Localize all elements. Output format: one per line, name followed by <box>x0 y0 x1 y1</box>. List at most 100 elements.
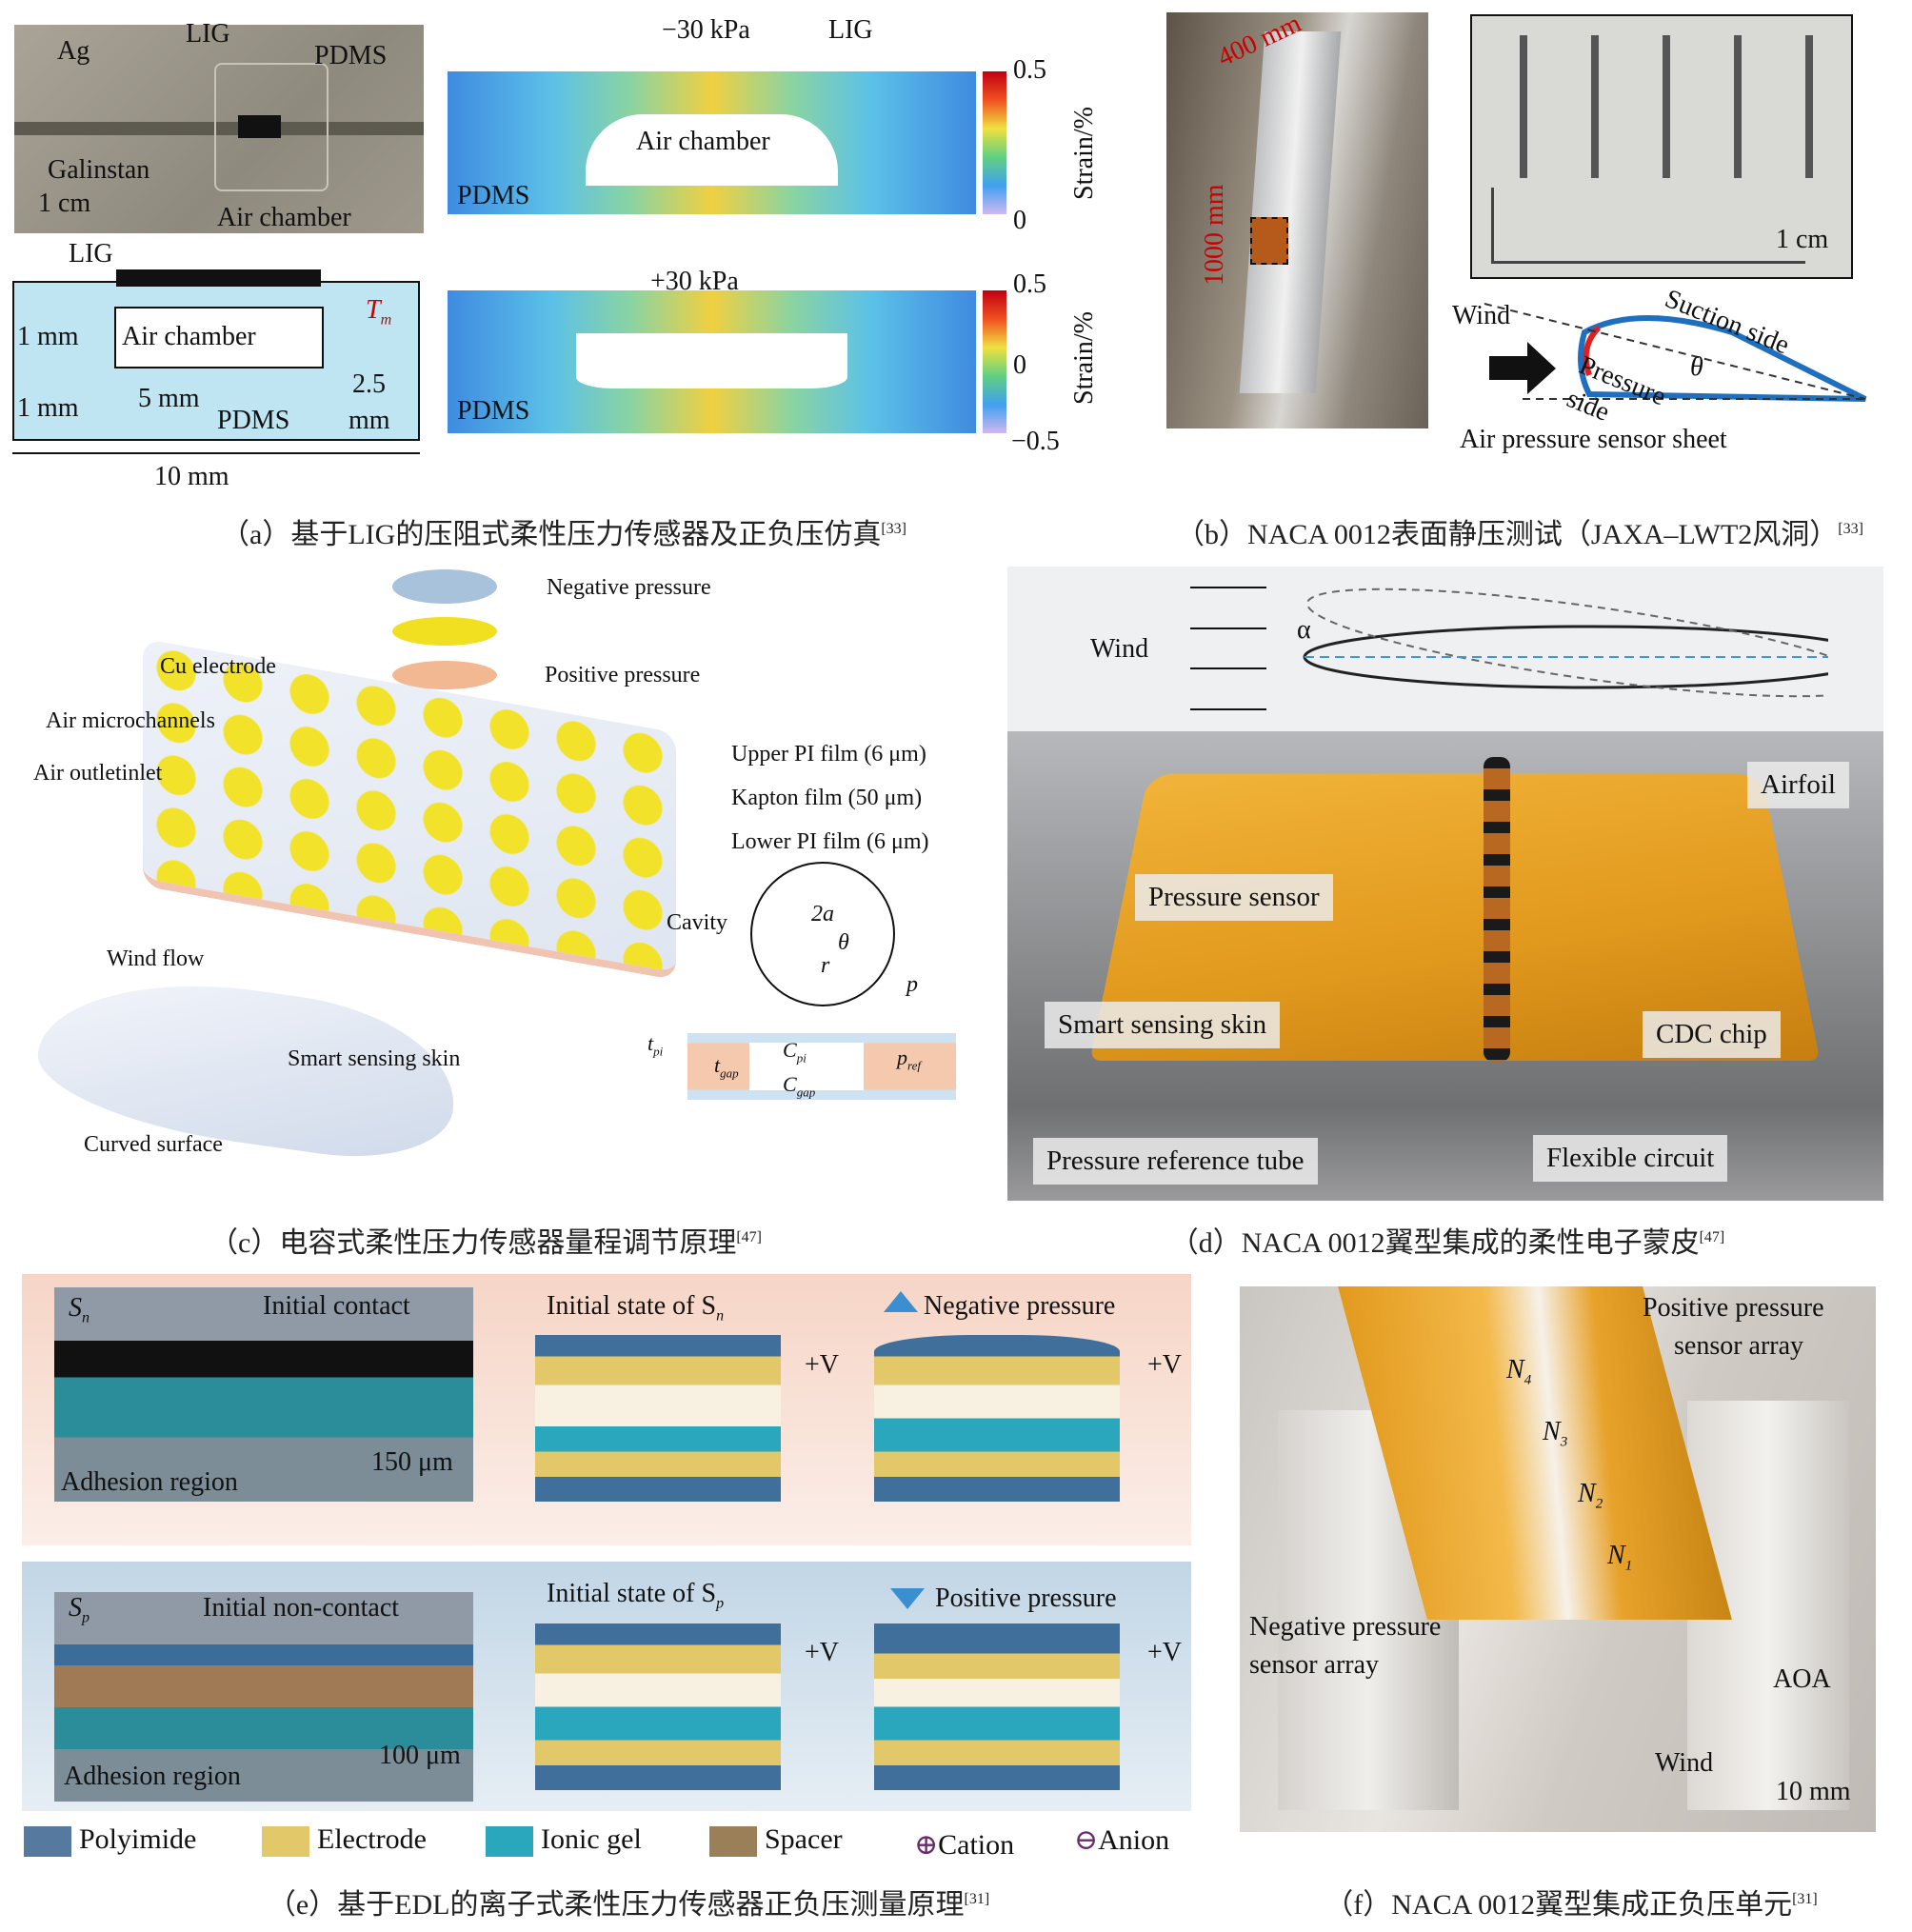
sim-bottom-pdms: PDMS <box>457 398 529 425</box>
label-initial-non-contact: Initial non-contact <box>203 1595 399 1622</box>
sim-top-lig: LIG <box>828 17 873 44</box>
label-kapton-film: Kapton film (50 μm) <box>731 787 922 809</box>
label-negative-pressure: Negative pressure <box>547 576 711 599</box>
length-1000mm: 1000 mm <box>1202 184 1228 286</box>
label-cavity: Cavity <box>667 911 727 934</box>
label-ag: Ag <box>57 38 90 65</box>
sim-bottom-title: +30 kPa <box>650 269 739 295</box>
label-wind: Wind <box>1090 636 1148 663</box>
label-sn: Sn <box>69 1295 90 1326</box>
airfoil-array-photo <box>1240 1286 1876 1832</box>
legend-anion: ⊖Anion <box>1074 1823 1169 1857</box>
label-flexible-circuit: Flexible circuit <box>1533 1135 1727 1182</box>
height-1mm-top: 1 mm <box>17 324 79 350</box>
label-pdms: PDMS <box>314 43 387 70</box>
label-sp: Sp <box>69 1595 90 1626</box>
caption-b: （b）NACA 0012表面静压测试（JAXA–LWT2风洞）[33] <box>1176 510 1863 552</box>
scale-100um: 100 μm <box>379 1743 461 1769</box>
schematic-lig-label: LIG <box>69 241 113 268</box>
caption-f: （f）NACA 0012翼型集成正负压单元[31] <box>1324 1881 1818 1922</box>
width-10mm: 10 mm <box>154 464 229 490</box>
voltage-label-1: +V <box>805 1352 839 1379</box>
label-n3: N3 <box>1543 1419 1567 1450</box>
label-positive-pressure-array-2: sensor array <box>1674 1333 1803 1360</box>
label-air-microchannels: Air microchannels <box>46 709 215 732</box>
label-initial-state-sp: Initial state of Sp <box>547 1581 724 1612</box>
inset-scale-label: 1 cm <box>1776 227 1828 253</box>
width-2-5: 2.5 <box>352 371 386 398</box>
label-tgap: tgap <box>714 1055 739 1079</box>
label-upper-pi-film: Upper PI film (6 μm) <box>731 743 926 766</box>
colorbar-top-axis: Strain/% <box>1071 107 1098 200</box>
label-positive-pressure-array: Positive pressure <box>1643 1295 1824 1322</box>
wind-arrow-icon <box>1489 342 1556 394</box>
label-cgap: Cgap <box>783 1074 815 1098</box>
label-r: r <box>821 954 829 977</box>
label-air-outletinlet: Air outletinlet <box>33 762 162 785</box>
scale-10mm: 10 mm <box>1776 1779 1851 1805</box>
sim-top-pdms: PDMS <box>457 183 529 209</box>
legend-electrode: Electrode <box>262 1823 427 1857</box>
wind-label: Wind <box>1452 303 1510 329</box>
colorbar-top-min: 0 <box>1013 208 1026 234</box>
anion-icon: ⊖ <box>1074 1824 1098 1856</box>
label-tpi: tpi <box>647 1033 663 1057</box>
label-2a: 2a <box>811 903 834 926</box>
width-5mm: 5 mm <box>138 386 200 412</box>
label-alpha: α <box>1297 617 1311 644</box>
cell-negative <box>874 1335 1120 1502</box>
electrode-disc <box>392 617 497 646</box>
label-negative-pressure-e: Negative pressure <box>924 1293 1115 1320</box>
schematic-pdms-label: PDMS <box>217 408 289 434</box>
sensor-sheet-label: Air pressure sensor sheet <box>1460 427 1727 453</box>
label-initial-state-sn: Initial state of Sn <box>547 1293 724 1325</box>
label-negative-pressure-array: Negative pressure <box>1249 1614 1441 1641</box>
label-pref: pref <box>897 1047 921 1071</box>
cell-positive <box>874 1623 1120 1790</box>
voltage-label-4: +V <box>1147 1640 1182 1666</box>
schematic-air-chamber-label: Air chamber <box>122 324 256 350</box>
label-airfoil: Airfoil <box>1747 762 1849 808</box>
label-air-chamber: Air chamber <box>217 205 351 231</box>
label-n2: N2 <box>1578 1481 1603 1512</box>
legend-cation: ⊕Cation <box>914 1828 1014 1862</box>
sensing-skin-sheet <box>143 639 676 981</box>
up-arrow-icon <box>884 1291 918 1312</box>
caption-d: （d）NACA 0012翼型集成的柔性电子蒙皮[47] <box>1170 1219 1725 1261</box>
label-cdc-chip: CDC chip <box>1643 1011 1781 1058</box>
airfoil-diagram <box>1446 294 1884 428</box>
height-1mm-bottom: 1 mm <box>17 395 79 422</box>
dimension-line <box>12 452 420 454</box>
down-arrow-icon <box>890 1588 925 1609</box>
colorbar-top-max: 0.5 <box>1013 57 1046 84</box>
label-pressure-sensor: Pressure sensor <box>1135 874 1333 921</box>
legend-spacer: Spacer <box>709 1823 843 1857</box>
label-lig: LIG <box>186 21 230 48</box>
label-positive-pressure: Positive pressure <box>545 664 700 687</box>
colorbar-bottom-axis: Strain/% <box>1071 311 1098 405</box>
label-theta: θ <box>838 931 849 954</box>
legend-polyimide: Polyimide <box>24 1823 196 1857</box>
sim-top-title: −30 kPa <box>662 17 750 44</box>
legend-ionic-gel: Ionic gel <box>486 1823 642 1857</box>
label-aoa: AOA <box>1773 1666 1831 1693</box>
colorbar-bottom-mid: 0 <box>1013 352 1026 379</box>
label-lower-pi-film: Lower PI film (6 μm) <box>731 830 929 853</box>
colorbar-top <box>983 71 1006 214</box>
label-p: p <box>906 973 918 996</box>
label-wind-f: Wind <box>1655 1750 1713 1777</box>
colorbar-bottom-max: 0.5 <box>1013 271 1046 298</box>
cell-initial-sp <box>535 1623 781 1790</box>
angle-theta: θ <box>1690 354 1703 381</box>
caption-e: （e）基于EDL的离子式柔性压力传感器正负压测量原理[31] <box>268 1881 989 1922</box>
scale-150um: 150 μm <box>371 1449 453 1476</box>
label-pressure-reference-tube: Pressure reference tube <box>1033 1138 1318 1185</box>
label-initial-contact: Initial contact <box>263 1293 410 1320</box>
label-smart-sensing-skin-d: Smart sensing skin <box>1045 1002 1280 1048</box>
label-adhesion-region-2: Adhesion region <box>64 1763 241 1790</box>
width-2-5-unit: mm <box>349 408 390 434</box>
negative-pressure-disc <box>392 569 497 604</box>
tm-label: Tm <box>366 297 391 329</box>
voltage-label-3: +V <box>805 1640 839 1666</box>
caption-c: （c）电容式柔性压力传感器量程调节原理[47] <box>209 1219 762 1261</box>
